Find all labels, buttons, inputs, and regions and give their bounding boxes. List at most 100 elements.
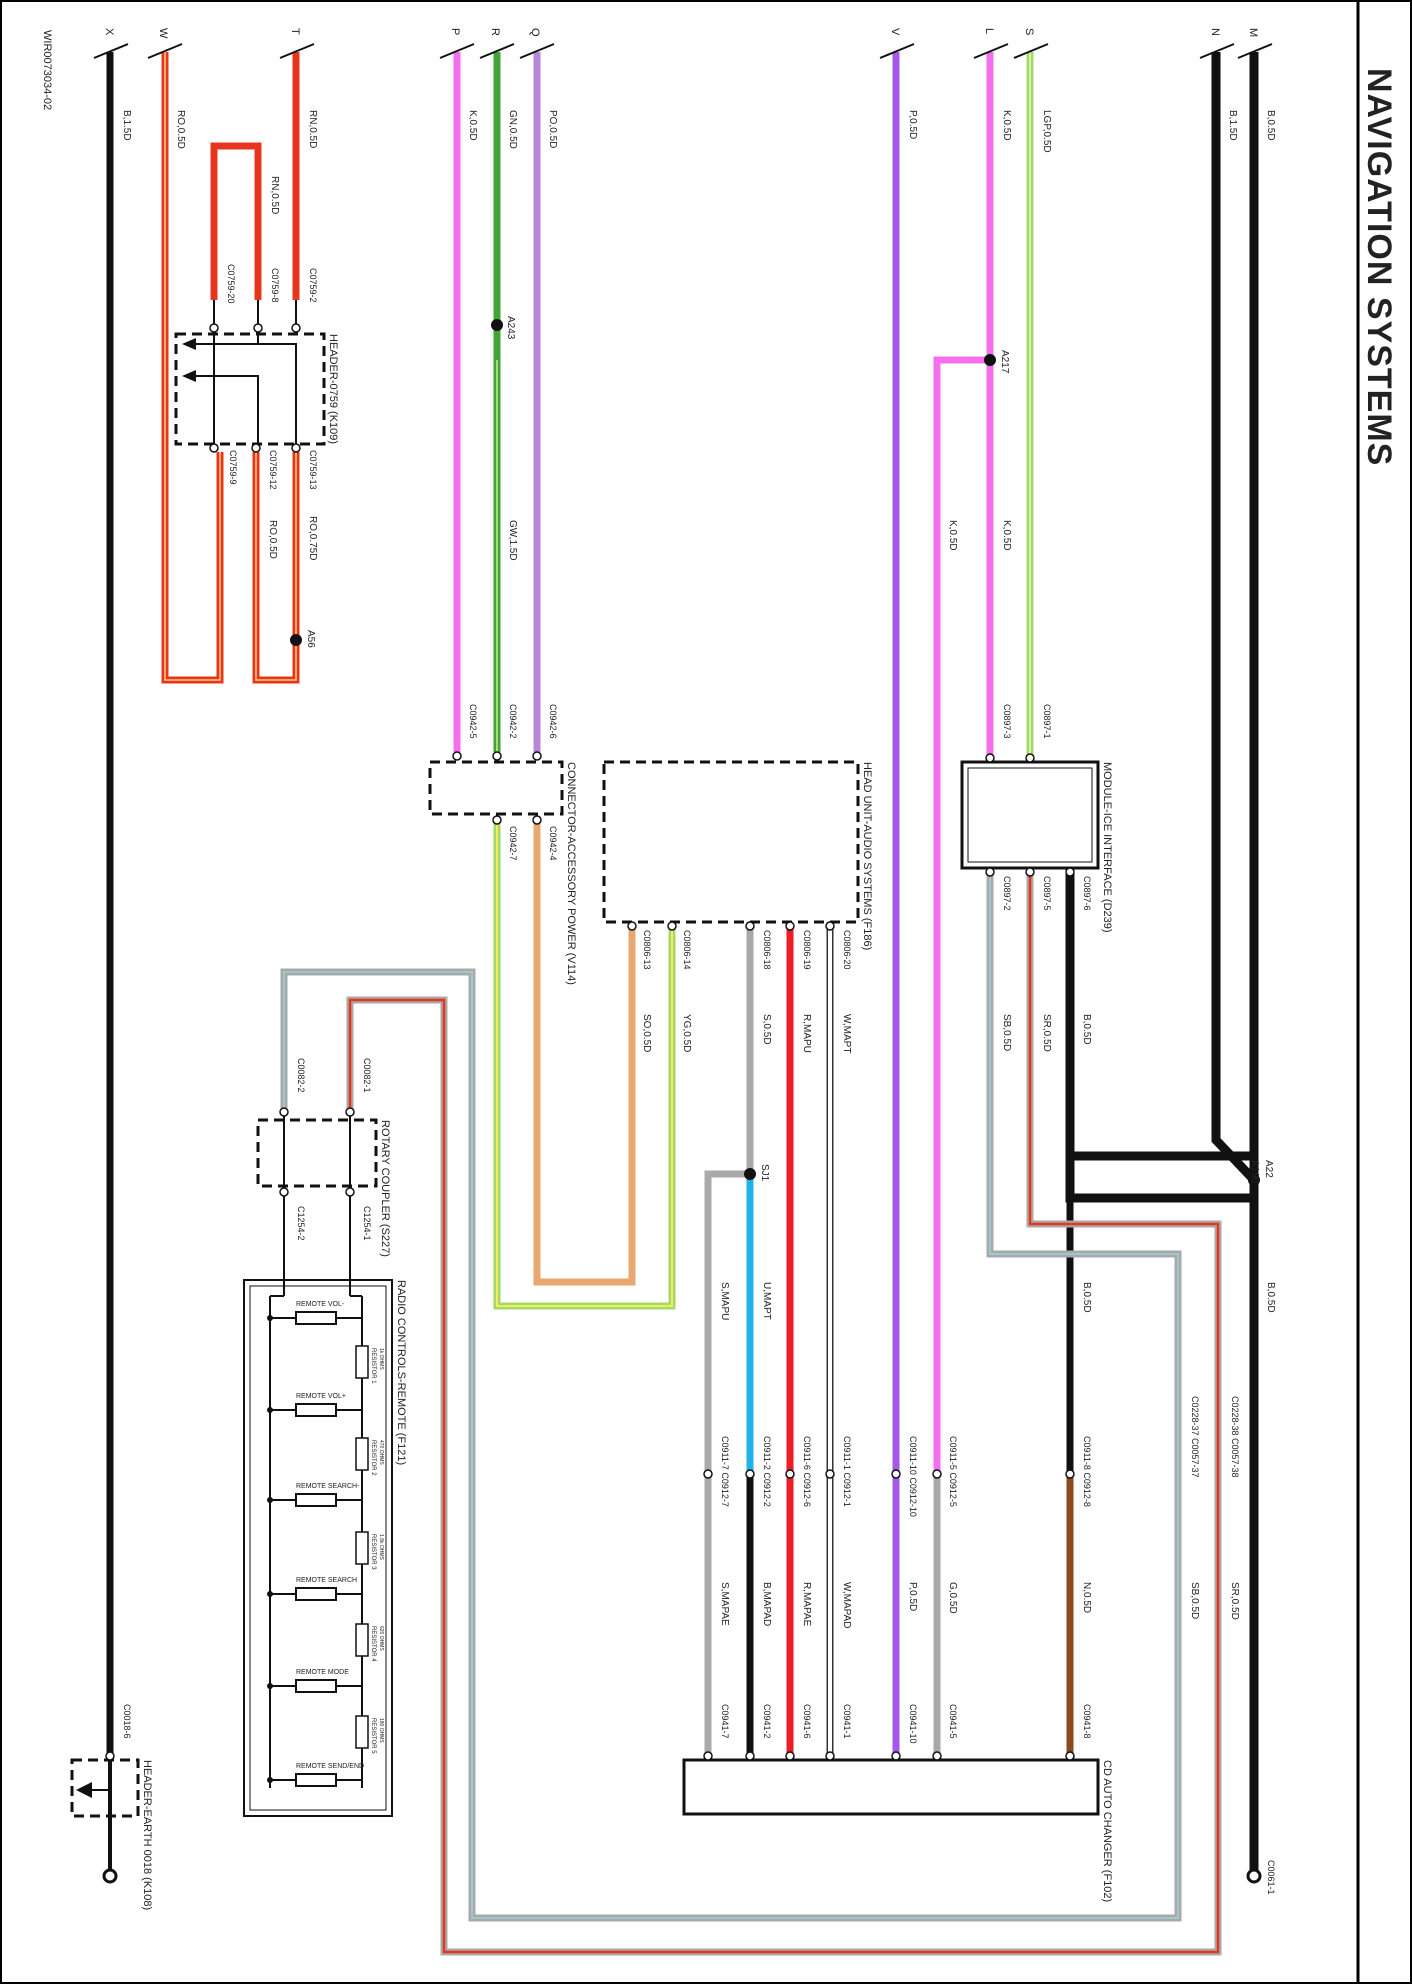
wire-acc-yg	[493, 818, 676, 1310]
module-ice-box	[960, 760, 1100, 870]
label-ice6: B,0.5D	[1081, 1014, 1092, 1045]
label-n-top: B,1.5D	[1227, 110, 1238, 141]
conn-c0759-20: C0759-20	[226, 264, 236, 304]
resistor-symbol	[355, 1531, 369, 1565]
radio-controls-box	[243, 1279, 393, 1817]
switch-row: REMOTE SEND/END	[267, 1763, 364, 1787]
pin-m: M	[1247, 28, 1259, 37]
wire-ice-sr-inner	[348, 866, 1220, 1954]
cd-changer-label: CD AUTO CHANGER (F102)	[1101, 1760, 1113, 1902]
conn-c0228-38: C0228-38 C0057-38	[1230, 1396, 1240, 1478]
radio-controls-inner	[249, 1285, 387, 1811]
label-hu14: YG,0.5D	[681, 1014, 692, 1052]
conn-c0941-8: C0941-8	[1082, 1704, 1092, 1739]
head-unit-box	[602, 760, 860, 924]
conn-c0759-8: C0759-8	[270, 268, 280, 303]
switch-group: REMOTE VOL-REMOTE VOL+REMOTE SEARCH-REMO…	[267, 1301, 384, 1787]
switch-label: REMOTE SEARCH-	[296, 1483, 360, 1490]
conn-c0911-5: C0911-5 C0912-5	[948, 1436, 958, 1507]
conn-c0061-1: C0061-1	[1266, 1860, 1276, 1895]
resistor-value: 180 OHMS	[378, 1718, 384, 1743]
header-earth-box	[70, 1758, 140, 1818]
conn-c0942-4: C0942-4	[548, 826, 558, 861]
label-r-mid: GW,1.5D	[507, 520, 518, 561]
conn-c0082-2: C0082-2	[296, 1058, 306, 1093]
header-earth-arrow	[76, 1782, 92, 1798]
conn-c0897-3: C0897-3	[1002, 704, 1012, 739]
label-c-w: W,MAPAD	[841, 1582, 852, 1628]
resistor-name: RESISTOR 1	[370, 1348, 376, 1384]
conn-c0911-8: C0911-8 C0912-8	[1082, 1436, 1092, 1507]
label-c-n: N,0.5D	[1081, 1582, 1092, 1613]
conn-c0942-7: C0942-7	[508, 826, 518, 861]
pin-v: V	[889, 28, 901, 36]
conn-c0941-1: C0941-1	[842, 1704, 852, 1739]
pin-ticks	[93, 43, 1273, 59]
label-c-sb: SB,0.5D	[1189, 1582, 1200, 1619]
label-r-top: GN,0.5D	[507, 110, 518, 149]
label-c-b: B,MAPAD	[761, 1582, 772, 1626]
label-t-top: RN,0.5D	[307, 110, 318, 148]
conn-c0228-37: C0228-37 C0057-37	[1190, 1396, 1200, 1478]
wire-sj-s	[704, 1170, 750, 1760]
wire-ice-b2	[1065, 1156, 1254, 1203]
conn-c0942-5: C0942-5	[468, 704, 478, 739]
resistor-symbol	[355, 1345, 369, 1379]
header-0759-arrow-1	[182, 338, 196, 350]
pin-w: W	[157, 28, 169, 39]
resistor-name: RESISTOR 3	[370, 1534, 376, 1570]
conn-c0759-12: C0759-12	[268, 450, 278, 490]
switch-label: REMOTE VOL+	[296, 1393, 346, 1400]
pin-r: R	[489, 28, 501, 36]
wire-t-low-inner	[255, 452, 297, 681]
conn-c0806-13: C0806-13	[642, 930, 652, 970]
switch-symbol	[295, 1493, 337, 1507]
label-c-sr: SR,0.5D	[1229, 1582, 1240, 1620]
conn-c0942-6: C0942-6	[548, 704, 558, 739]
label-m-top: B,0.5D	[1265, 110, 1276, 141]
label-loop-mid: RN,0.5D	[269, 176, 280, 214]
header-0759-internals	[190, 300, 297, 444]
wire-labels: B,1.5D RO,0.5D RN,0.5D RN,0.5D K,0.5D GN…	[121, 110, 1276, 1628]
label-hu13: SO,0.5D	[641, 1014, 652, 1052]
connector-acc-label: CONNECTOR-ACCESSORY POWER (V114)	[565, 762, 577, 985]
conn-c0018-6: C0018-6	[122, 1704, 132, 1739]
header-0759-arrow-2	[182, 370, 196, 382]
label-m-low: B,0.5D	[1265, 1282, 1276, 1313]
splice-sj1	[744, 1168, 756, 1180]
splice-a243	[491, 319, 503, 331]
label-x-top: B,1.5D	[121, 110, 132, 141]
splice-a217	[984, 354, 996, 366]
conn-c0911-10: C0911-10 C0912-10	[908, 1436, 918, 1517]
resistor-value: 1k OHMS	[378, 1348, 384, 1370]
label-t-mid: RO,0.75D	[307, 516, 318, 560]
switch-row: REMOTE VOL+	[267, 1393, 362, 1417]
conn-c0897-6: C0897-6	[1082, 876, 1092, 911]
label-ice2: SB,0.5D	[1001, 1014, 1012, 1051]
header-0759-box	[174, 332, 326, 446]
label-p-top: K,0.5D	[467, 110, 478, 141]
switch-symbol	[295, 1403, 337, 1417]
connector-acc-box	[428, 760, 564, 816]
wire-acc-yg-inner	[496, 818, 673, 1307]
pin-t: T	[289, 28, 301, 35]
conn-c0911-7: C0911-7 C0912-7	[720, 1436, 730, 1507]
switch-symbol	[295, 1587, 337, 1601]
earth-terminal-right	[1246, 1868, 1262, 1884]
conn-c0942-2: C0942-2	[508, 704, 518, 739]
splice-a243-label: A243	[505, 316, 516, 340]
label-l-top: K,0.5D	[1001, 110, 1012, 141]
conn-c0806-14: C0806-14	[682, 930, 692, 970]
conn-c1254-1: C1254-1	[362, 1206, 372, 1241]
pin-x: X	[103, 28, 115, 36]
radio-controls-circuit	[269, 1295, 363, 1788]
cd-changer-box	[682, 1758, 1100, 1816]
page-title: NAVIGATION SYSTEMS	[1360, 68, 1398, 466]
resistor-name: RESISTOR 4	[370, 1626, 376, 1662]
switch-row: REMOTE SEARCH	[267, 1577, 362, 1601]
wire-ice-b	[1065, 866, 1254, 1161]
